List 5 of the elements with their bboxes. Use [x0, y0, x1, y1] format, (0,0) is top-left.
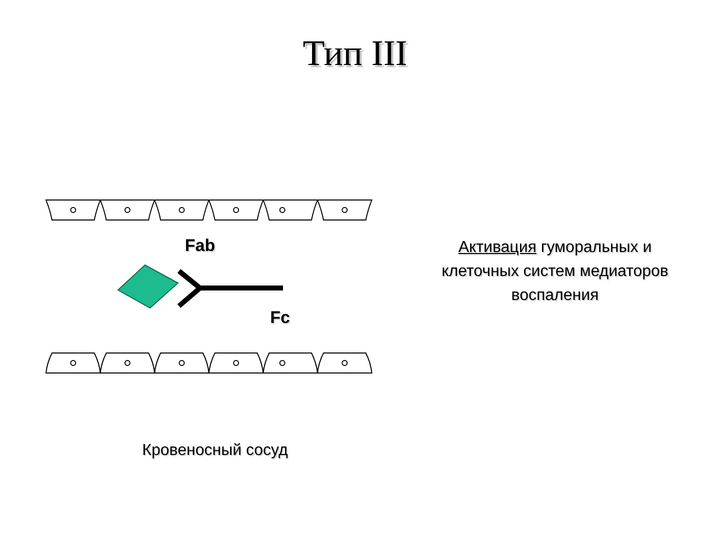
- fragment-label: Fc: [269, 308, 291, 328]
- caption-text: Кровеносный сосуд: [141, 442, 289, 460]
- description-text: Активация гуморальных и клеточных систем медиаторов воспаления: [440, 238, 670, 306]
- fragment-label: Fab: [184, 236, 216, 256]
- title: Тип III: [302, 32, 408, 74]
